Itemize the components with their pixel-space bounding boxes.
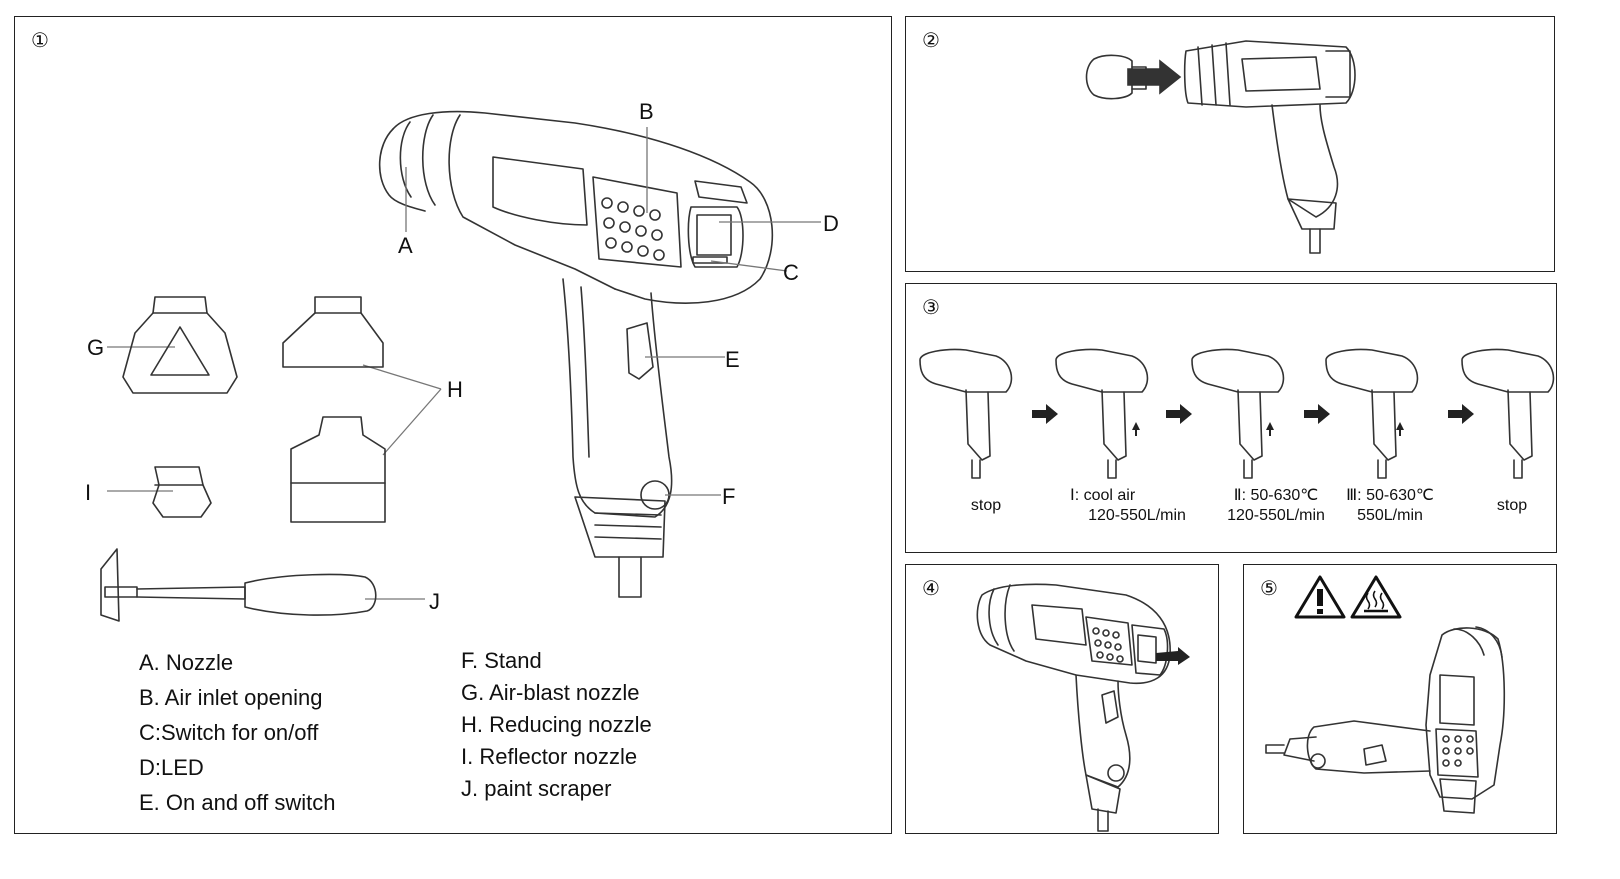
warnings-drawing <box>1265 575 1506 814</box>
callout-lines <box>107 127 821 600</box>
legend-item: E. On and off switch <box>139 790 336 815</box>
mode-line: stop <box>1496 497 1528 514</box>
callout-c: C <box>783 260 799 285</box>
legend-item: I. Reflector nozzle <box>461 744 638 769</box>
callout-g: G <box>87 335 105 360</box>
legend-item: J. paint scraper <box>461 776 612 801</box>
mode-label-level-3: Ⅲ: 50-630℃ 550L/min <box>1330 486 1450 526</box>
legend-left: A. Nozzle B. Air inlet opening C:Switch … <box>139 645 335 820</box>
panel-number: ③ <box>922 297 940 319</box>
panel-overview: ① <box>14 16 892 834</box>
general-warning-icon <box>1294 575 1346 619</box>
legend-item: F. Stand <box>461 648 542 673</box>
callout-i: I <box>85 480 92 505</box>
mode-line: 550L/min <box>1357 507 1423 524</box>
mode-line: Ⅲ: 50-630℃ <box>1346 487 1434 504</box>
legend-item: D:LED <box>139 755 204 780</box>
mode-sequence-drawing <box>919 348 1555 479</box>
mode-label-level-2: Ⅱ: 50-630℃ 120-550L/min <box>1206 486 1346 526</box>
legend-right: F. Stand G. Air-blast nozzle H. Reducing… <box>461 645 652 805</box>
reducing-nozzle-drawing <box>282 296 386 523</box>
callout-d: D <box>823 211 839 236</box>
reflector-nozzle-drawing <box>152 466 212 518</box>
callout-j: J <box>429 589 440 614</box>
led-display-drawing <box>976 583 1190 832</box>
callout-h: H <box>447 377 463 402</box>
legend-item: A. Nozzle <box>139 650 234 675</box>
panel-number: ② <box>922 30 940 52</box>
panel-number: ④ <box>922 578 940 600</box>
legend-item: G. Air-blast nozzle <box>461 680 640 705</box>
mode-label-stop: stop <box>946 496 1026 516</box>
mini-heat-gun <box>1461 348 1555 479</box>
attach-nozzle-drawing <box>1085 40 1356 254</box>
heat-gun-main-drawing <box>100 110 821 622</box>
mode-label-cool-air: Ⅰ: cool air 120-550L/min <box>1062 486 1212 526</box>
panel-warnings: ⑤ <box>1243 564 1557 834</box>
mode-line: 120-550L/min <box>1227 507 1325 524</box>
legend-item: B. Air inlet opening <box>139 685 323 710</box>
mini-heat-gun <box>919 348 1013 479</box>
legend-item: C:Switch for on/off <box>139 720 319 745</box>
sequence-arrows <box>1032 404 1474 424</box>
callout-b: B <box>639 99 654 124</box>
panel-attach-nozzle: ② <box>905 16 1555 272</box>
heat-gun-main-illustration <box>378 110 774 598</box>
paint-scraper-drawing <box>100 548 377 622</box>
mini-heat-gun <box>1055 348 1149 479</box>
mini-heat-gun <box>1325 348 1419 479</box>
legend-item: H. Reducing nozzle <box>461 712 652 737</box>
air-blast-nozzle-drawing <box>122 296 238 394</box>
panel-number: ① <box>31 30 49 52</box>
mode-line: Ⅰ: cool air <box>1070 487 1136 504</box>
panel-led-display: ④ <box>905 564 1219 834</box>
callout-e: E <box>725 347 740 372</box>
mini-heat-gun <box>1191 348 1285 479</box>
trigger-up-arrows <box>1132 422 1404 436</box>
callout-a: A <box>398 233 413 258</box>
mode-line: 120-550L/min <box>1088 507 1186 524</box>
panel-number: ⑤ <box>1260 578 1278 600</box>
hot-surface-warning-icon <box>1350 575 1402 619</box>
mode-line: stop <box>970 497 1002 514</box>
callout-f: F <box>722 484 736 509</box>
panel-mode-selection: ③ stop Ⅰ: cool air 120-550L/min Ⅱ <box>905 283 1557 553</box>
mode-line: Ⅱ: 50-630℃ <box>1233 487 1319 504</box>
mode-label-stop-end: stop <box>1472 496 1552 516</box>
